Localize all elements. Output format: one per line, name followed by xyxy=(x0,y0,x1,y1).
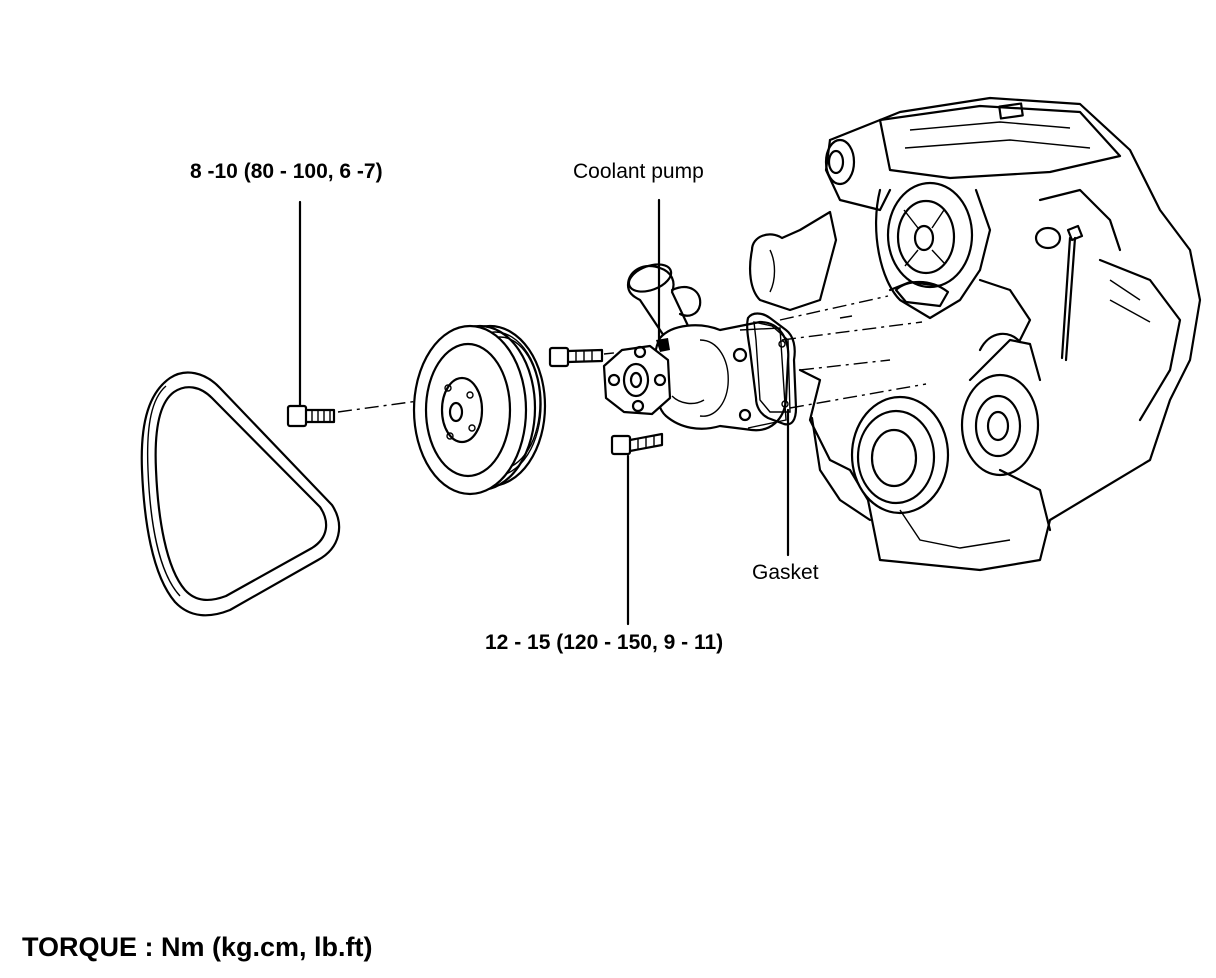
gasket-label: Gasket xyxy=(752,561,819,584)
pulley-bolt-torque-label: 8 -10 (80 - 100, 6 -7) xyxy=(190,160,383,183)
pump-bolt-lower xyxy=(610,432,664,456)
pulley-bolt xyxy=(286,404,336,428)
torque-units-note: TORQUE : Nm (kg.cm, lb.ft) xyxy=(22,932,373,962)
coolant-pump xyxy=(602,263,790,432)
alignment-lines xyxy=(779,295,927,409)
engine-block xyxy=(749,96,1202,572)
drive-belt xyxy=(140,371,341,617)
pump-bolt-torque-label: 12 - 15 (120 - 150, 9 - 11) xyxy=(485,631,724,654)
gasket xyxy=(746,312,798,426)
pulley xyxy=(412,324,547,496)
coolant-pump-label: Coolant pump xyxy=(573,160,704,183)
pump-bolt-upper xyxy=(548,346,604,368)
